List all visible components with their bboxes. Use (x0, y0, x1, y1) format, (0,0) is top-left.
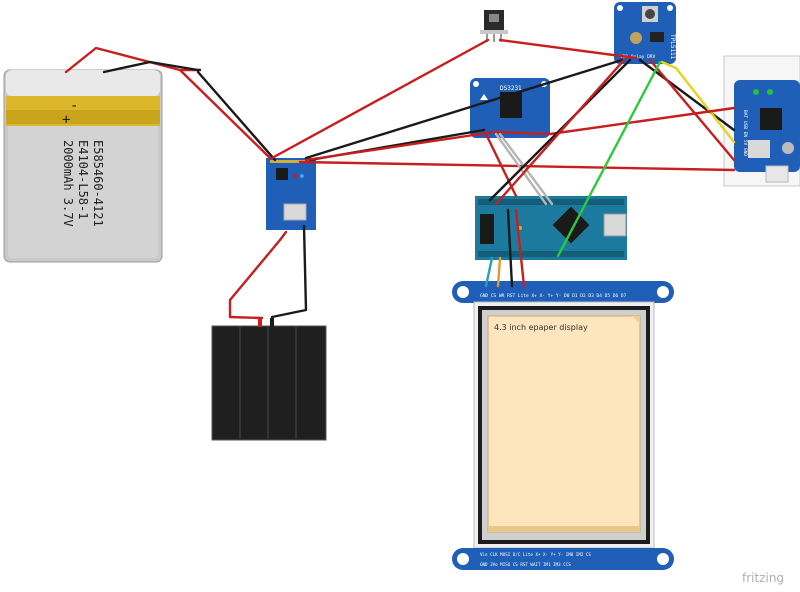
wire-tpl-nano-green (556, 60, 662, 258)
wire-tpl-powerboost-red (648, 58, 736, 162)
battery-model-1: E585460-4121 (91, 140, 105, 227)
wire-powerboost-rtc-red (494, 106, 736, 136)
display-note-panel (487, 315, 641, 533)
display-bottom-pins-2: GND 3Vo MISO CS RST WAIT IM1 IM3 CCS (480, 562, 571, 567)
tpl5111-pins: VDD Delay DRV (620, 54, 656, 60)
powerboost-pins: BAT USB EN 5V GND (742, 110, 748, 156)
wire-charger-switch (270, 38, 490, 160)
wire-battery-charger-black (196, 70, 277, 162)
fritzing-logo: fritzing (742, 571, 784, 585)
tpl5111-label: TPL5111 (669, 34, 676, 60)
battery-model-2: E4104-L58-1 (76, 140, 90, 219)
display-bottom-pins: Vin CLK MOSI D/C Lite X+ X- Y+ Y- IM0 IM… (480, 552, 591, 557)
battery-plus-label: + (62, 112, 70, 128)
wire-battery-charger-red (178, 68, 272, 160)
wire-solar-junction-red (228, 315, 264, 320)
wires (64, 38, 736, 320)
wire-tpl-powerboost-yellow (660, 60, 736, 144)
wire-switch-tpl (498, 38, 638, 60)
wire-charger-rtc-red (304, 130, 496, 162)
slide-switch[interactable] (480, 10, 508, 42)
wire-nano-display-red (514, 208, 526, 288)
wire-tpl-nano-black (488, 58, 632, 202)
wire-charger-tpl-black (304, 58, 624, 160)
wire-battery-negative (102, 60, 202, 74)
display-note-text: 4.3 inch epaper display (494, 323, 588, 332)
wire-charger-powerboost-red (298, 160, 736, 172)
wire-tpl-nano-red (494, 58, 626, 206)
wire-battery-positive (64, 46, 200, 74)
arduino-nano[interactable] (475, 196, 627, 260)
wire-nano-display-orange (496, 256, 502, 288)
powerboost-board[interactable]: BAT USB EN 5V GND (723, 55, 800, 187)
wire-nano-display-black (506, 208, 514, 288)
display-top-pins: GND CS WR RST Lite X+ X- Y+ Y- D0 D1 D2 … (480, 293, 627, 299)
battery-minus-label: - (70, 98, 78, 114)
wire-solar-charger-black (270, 224, 308, 319)
tpl5111-board[interactable]: TPL5111 VDD Delay DRV (614, 2, 676, 64)
epaper-display[interactable]: GND CS WR RST Lite X+ X- Y+ Y- D0 D1 D2 … (452, 281, 674, 570)
ds3231-board[interactable]: DS3231 (470, 78, 550, 138)
wire-solar-charger-red (228, 230, 288, 319)
ds3231-label: DS3231 (500, 85, 522, 92)
battery-capacity: 2000mAh 3.7V (61, 140, 75, 227)
charger-module[interactable] (266, 158, 316, 230)
solar-panel[interactable] (211, 318, 327, 441)
wire-nano-display-teal (484, 256, 494, 288)
lipo-battery[interactable]: - + E585460-4121 E4104-L58-1 2000mAh 3.7… (3, 69, 163, 263)
